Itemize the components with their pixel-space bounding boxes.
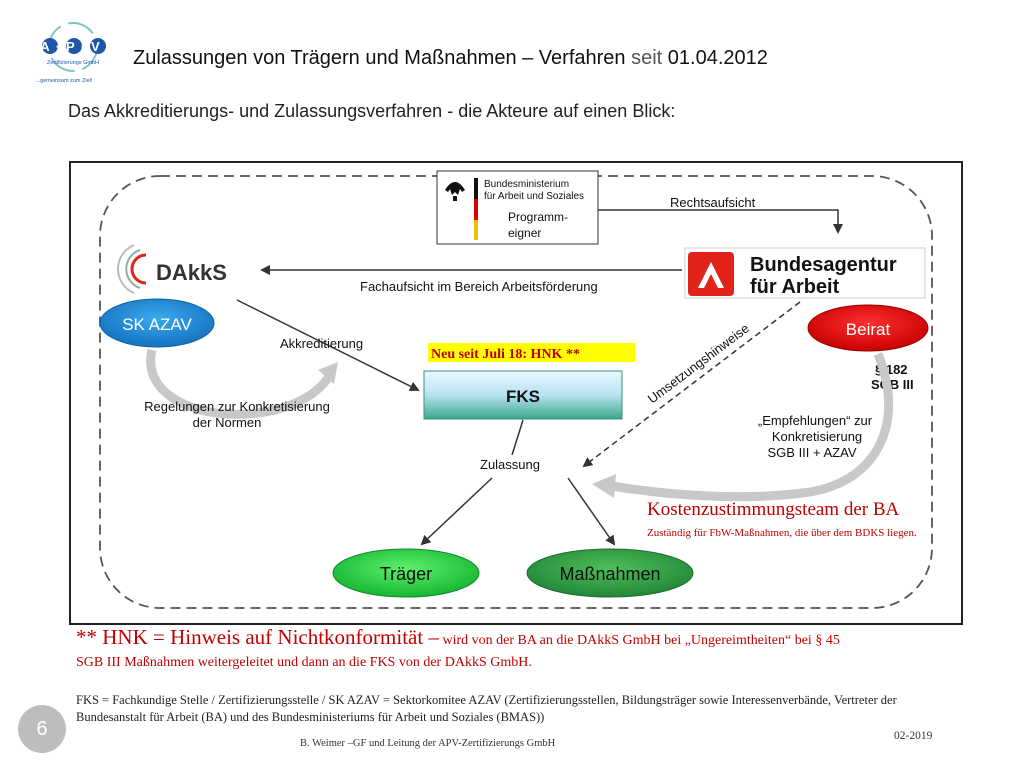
- ba-line1: Bundesagentur: [750, 254, 897, 276]
- kosten-title: Kostenzustimmungsteam der BA: [647, 499, 900, 520]
- hnk-note-line2: SGB III Maßnahmen weitergeleitet und dan…: [76, 655, 532, 670]
- beirat-label: Beirat: [846, 320, 891, 339]
- zulassung-label: Zulassung: [480, 457, 540, 472]
- par182-line2: SGB III: [871, 377, 914, 392]
- bmas-role1: Programm-: [508, 210, 568, 224]
- sk-azav-label: SK AZAV: [122, 315, 192, 334]
- empfehlungen-curve-arrow: [611, 352, 894, 502]
- empfehlungen-line1: „Empfehlungen“ zur: [758, 413, 873, 428]
- title-date: 01.04.2012: [667, 47, 768, 69]
- regelungen-curve-arrow: [146, 348, 332, 419]
- flag-stripe-black: [474, 178, 478, 199]
- regelungen-label2: der Normen: [193, 415, 262, 430]
- rechtsaufsicht-label: Rechtsaufsicht: [670, 195, 756, 210]
- abbreviation-legend: FKS = Fachkundige Stelle / Zertifizierun…: [76, 693, 897, 724]
- traeger-ellipse: [332, 548, 480, 598]
- logo-line1: Zertifizierungs GmbH: [47, 60, 99, 66]
- logo-tagline: ...gemeinsam zum Ziel!: [36, 78, 93, 84]
- sk-azav-ellipse: [99, 298, 215, 348]
- bmas-line1: Bundesministerium: [484, 179, 569, 190]
- page-number: 6: [36, 718, 48, 740]
- bmas-role2: eigner: [508, 226, 541, 240]
- akkreditierung-arrow: [236, 299, 420, 391]
- kosten-subtitle: Zuständig für FbW-Maßnahmen, die über de…: [647, 527, 917, 539]
- hnk-note: ** HNK = Hinweis auf Nichtkonformität – …: [76, 625, 840, 650]
- akkreditierung-label: Akkreditierung: [280, 336, 363, 351]
- hnk-note-big: ** HNK = Hinweis auf Nichtkonformität –: [76, 625, 439, 649]
- fks-box: [423, 370, 623, 420]
- slide-title: Zulassungen von Trägern und Maßnahmen – …: [133, 47, 768, 70]
- fks-to-zulassung-line: [511, 419, 524, 456]
- massnahmen-ellipse: [526, 548, 694, 598]
- bmas-line2: für Arbeit und Soziales: [484, 191, 584, 202]
- apv-logo: A·P·V Zertifizierungs GmbH ...gemeinsam …: [36, 22, 106, 84]
- massnahmen-label: Maßnahmen: [559, 564, 660, 584]
- ba-line2: für Arbeit: [750, 276, 840, 298]
- dakks-logo-icon: [117, 244, 147, 294]
- zulassung-to-massnahmen-arrow: [567, 477, 616, 546]
- title-main: Zulassungen von Trägern und Maßnahmen – …: [133, 47, 626, 69]
- empfehlungen-line3: SGB III + AZAV: [768, 445, 857, 460]
- dakks-label: DAkkS: [156, 260, 227, 285]
- hnk-note-small: wird von der BA an die DAkkS GmbH bei „U…: [438, 633, 840, 648]
- flag-stripe-gold: [474, 220, 478, 240]
- empfehlungen-line2: Konkretisierung: [772, 429, 862, 444]
- bmas-box: [436, 170, 599, 245]
- footer-author: B. Weimer –GF und Leitung der APV-Zertif…: [300, 738, 556, 749]
- beirat-ellipse: [807, 304, 929, 352]
- regelungen-label1: Regelungen zur Konkretisierung: [144, 399, 330, 414]
- rechtsaufsicht-arrow: [598, 209, 843, 234]
- umsetzungshinweise-arrow: [582, 301, 801, 468]
- eagle-icon: [445, 182, 465, 201]
- slide-subtitle: Das Akkreditierungs- und Zulassungsverfa…: [68, 101, 676, 121]
- flag-stripe-red: [474, 199, 478, 220]
- logo-acronym: A·P·V: [40, 39, 105, 54]
- neu-seit-highlight: [428, 343, 635, 362]
- footer-date: 02-2019: [894, 730, 933, 742]
- neu-seit-label: Neu seit Juli 18: HNK **: [431, 347, 580, 362]
- page-number-circle: [18, 705, 66, 753]
- fks-label: FKS: [506, 387, 540, 406]
- title-seit: seit: [631, 47, 663, 69]
- traeger-label: Träger: [380, 564, 432, 584]
- fachaufsicht-label: Fachaufsicht im Bereich Arbeitsförderung: [360, 279, 598, 294]
- zulassung-to-traeger-arrow: [420, 477, 493, 546]
